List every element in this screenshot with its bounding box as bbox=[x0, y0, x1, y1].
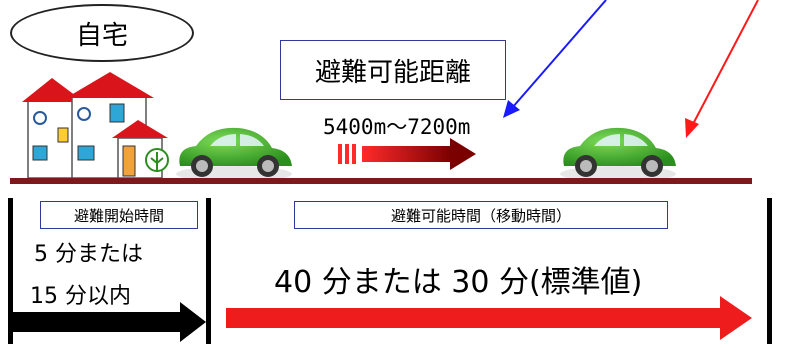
evacuation-time-value: 40 分または 30 分(標準値) bbox=[274, 265, 643, 300]
red-pointer-arrow bbox=[685, 0, 759, 138]
right-marker bbox=[767, 198, 772, 344]
distance-label: 避難可能距離 bbox=[314, 57, 471, 88]
evacuation-time-arrow bbox=[226, 296, 752, 340]
evacuation-time-label-box: 避難可能時間（移動時間） bbox=[294, 201, 668, 229]
car-icon bbox=[560, 127, 676, 182]
home-label: 自宅 bbox=[75, 20, 128, 51]
tree-icon bbox=[145, 148, 169, 172]
house-icon bbox=[22, 72, 168, 179]
start-time-label: 避難開始時間 bbox=[73, 206, 164, 225]
start-time-value-line1: 5 分または bbox=[34, 242, 143, 267]
left-marker bbox=[8, 198, 13, 344]
mid-marker bbox=[206, 198, 211, 344]
car-icon bbox=[176, 127, 292, 182]
distance-value: 5400m～7200m bbox=[323, 115, 471, 139]
road-line bbox=[10, 178, 752, 184]
home-bubble: 自宅 bbox=[10, 4, 194, 62]
evacuation-time-label: 避難可能時間（移動時間） bbox=[390, 206, 571, 225]
start-time-label-box: 避難開始時間 bbox=[40, 201, 198, 229]
motion-arrow bbox=[338, 138, 476, 170]
blue-pointer-arrow bbox=[503, 0, 607, 118]
start-time-value-line2: 15 分以内 bbox=[30, 284, 131, 309]
distance-label-box: 避難可能距離 bbox=[280, 40, 506, 100]
start-time-arrow bbox=[12, 302, 206, 342]
